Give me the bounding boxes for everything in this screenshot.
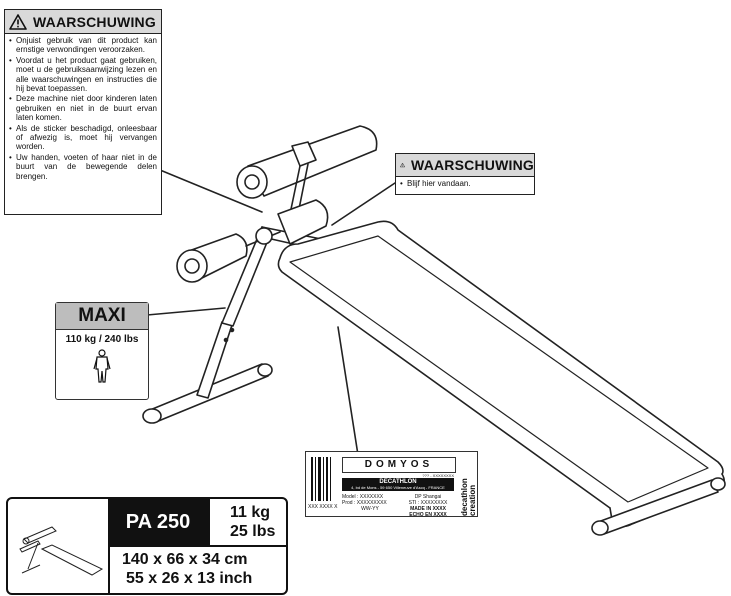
sticker-left-column: Model : XXXXXXX Prod : XXXXXXXXX WW-YY — [342, 494, 398, 512]
upper-foam-roller — [236, 125, 378, 215]
sticker-serial: ??? - XXXXXXXX — [422, 473, 454, 478]
leader-line-sticker — [337, 326, 359, 456]
side-text-2: creation — [468, 484, 477, 516]
warning-small-panel: WAARSCHUWING Blijf hier vandaan. — [395, 153, 535, 195]
max-load-panel: MAXI 110 kg / 240 lbs — [55, 302, 149, 400]
warning-main-item: Deze machine niet door kinderen laten ge… — [9, 94, 157, 122]
dimensions-cm: 140 x 66 x 34 cm — [122, 551, 248, 568]
model-name: PA 250 — [108, 499, 208, 545]
brand-logo: DOMYOS — [342, 457, 456, 473]
leader-line-warning — [159, 169, 263, 213]
warning-small-title: WAARSCHUWING — [411, 157, 534, 173]
product-label-sticker: XXX XXXX X DOMYOS ??? - XXXXXXXX DECATHL… — [305, 451, 461, 518]
leader-line-warning-small — [331, 182, 396, 226]
sticker-right-column: DP Shangai STI : XXXXXXXX MADE IN XXXX E… — [400, 494, 456, 518]
warning-main-item: Uw handen, voeten of haar niet in de buu… — [9, 153, 157, 181]
spec-panel: PA 250 11 kg 25 lbs 140 x 66 x 34 cm 55 … — [6, 497, 288, 595]
sticker-made: MADE IN XXXX — [410, 506, 446, 512]
lower-foam-roller — [176, 199, 329, 283]
warning-main-header: WAARSCHUWING — [5, 10, 161, 34]
warning-triangle-icon — [400, 162, 405, 168]
max-load-title: MAXI — [56, 303, 148, 330]
sticker-prod: Prod : XXXXXXXXX — [342, 500, 387, 506]
max-load-value: 110 kg / 240 lbs — [65, 334, 139, 345]
warning-small-item: Blijf hier vandaan. — [400, 179, 530, 189]
sticker-company: DECATHLON — [379, 479, 417, 485]
sticker-model: Model : XXXXXXX — [342, 494, 384, 500]
warning-main-item: Voordat u het product gaat gebruiken, mo… — [9, 56, 157, 94]
decathlon-creation-text: decathlon creation — [460, 452, 477, 516]
warning-triangle-icon — [9, 13, 27, 30]
sticker-address: 4, bd de Mons - 59 650 Villeneuve d'Ascq… — [351, 485, 445, 490]
warning-main-item: Als de sticker beschadigd, onleesbaar of… — [9, 124, 157, 152]
sticker-echo: ECHO EN XXXX — [409, 512, 447, 518]
warning-main-title: WAARSCHUWING — [33, 13, 156, 30]
barcode-text: XXX XXXX X — [308, 504, 338, 510]
sticker-company-bar: DECATHLON 4, bd de Mons - 59 650 Villene… — [342, 478, 454, 491]
warning-main-item: Onjuist gebruik van dit product kan erns… — [9, 36, 157, 55]
person-icon — [93, 349, 111, 383]
weight-cell: 11 kg 25 lbs — [208, 499, 286, 545]
warning-main-list: Onjuist gebruik van dit product kan erns… — [5, 34, 161, 184]
sticker-dp: DP Shangai — [414, 494, 442, 500]
decathlon-creation-tab: decathlon creation — [459, 451, 478, 517]
weight-lbs: 25 lbs — [230, 523, 276, 540]
bench-thumbnail-icon — [19, 526, 104, 576]
leader-line-maxi — [146, 307, 226, 316]
barcode-icon — [311, 457, 331, 501]
sticker-date: WW-YY — [361, 506, 379, 512]
sticker-sti: STI : XXXXXXXX — [408, 500, 448, 506]
warning-small-header: WAARSCHUWING — [396, 154, 534, 177]
weight-kg: 11 kg — [230, 504, 271, 521]
warning-main-panel: WAARSCHUWING Onjuist gebruik van dit pro… — [4, 9, 162, 215]
warning-small-list: Blijf hier vandaan. — [396, 177, 534, 191]
dimensions-inch: 55 x 26 x 13 inch — [126, 570, 253, 587]
